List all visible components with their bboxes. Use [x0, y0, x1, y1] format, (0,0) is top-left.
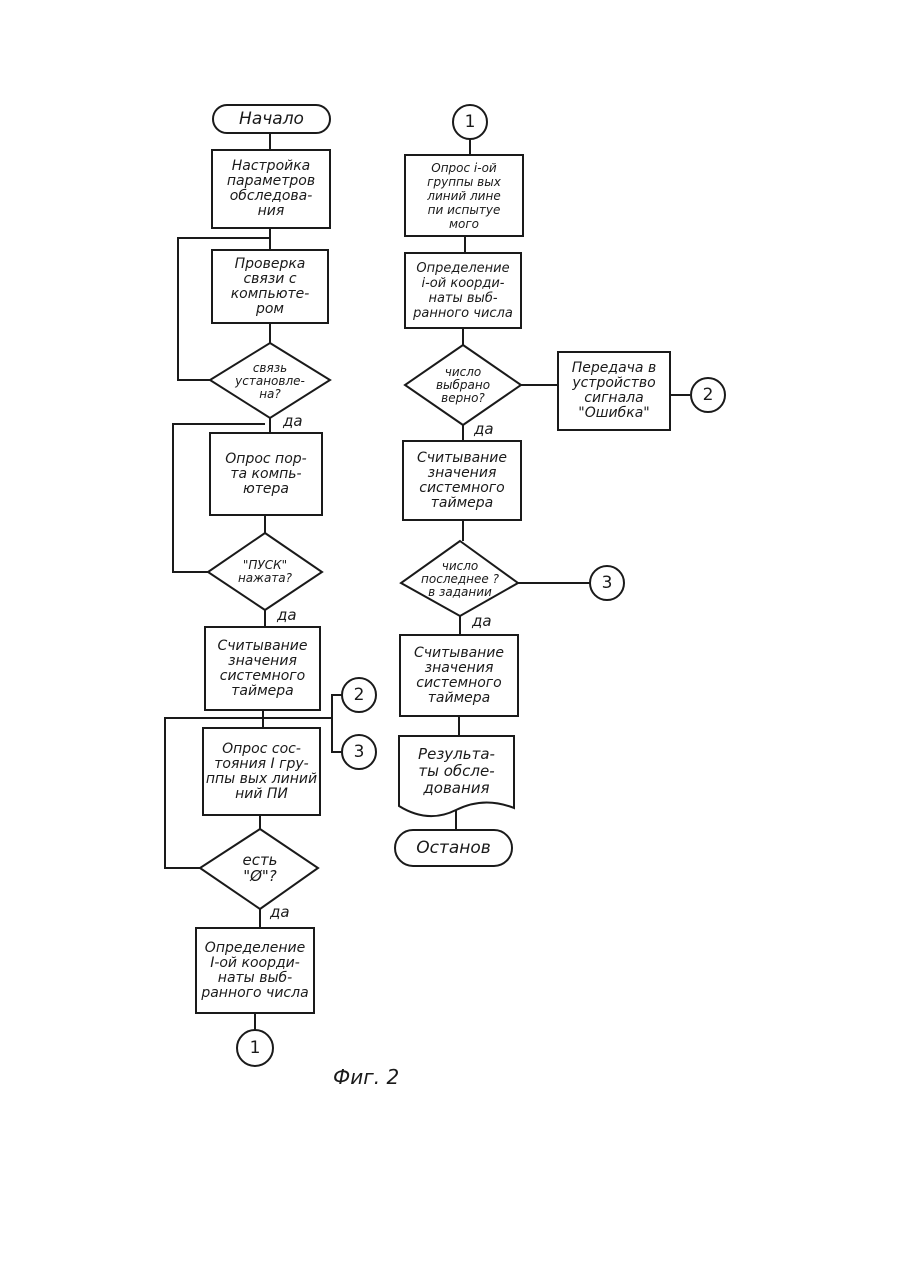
check-link-label: Проверка связи с компьюте- ром — [212, 250, 328, 323]
has-zero-label: есть "Ø"? — [218, 845, 302, 891]
poll-group1-label: Опрос сос- тояния I гру- ппы вых линий н… — [203, 728, 320, 815]
coord1-label: Определение I-ой коорди- наты выб- ранно… — [196, 928, 314, 1013]
connector-3-right-label: 3 — [590, 566, 624, 600]
yes-label-zero: да — [270, 903, 290, 921]
connector-1-bottom-label: 1 — [237, 1030, 273, 1066]
poll-port-label: Опрос пор- та компь- ютера — [210, 433, 322, 515]
send-error-label: Передача в устройство сигнала "Ошибка" — [558, 352, 670, 430]
read-timer-3-label: Считывание значения системного таймера — [400, 635, 518, 716]
connector-3-left-label: 3 — [342, 735, 376, 769]
read-timer-1-label: Считывание значения системного таймера — [205, 627, 320, 710]
yes-label-last: да — [472, 612, 492, 630]
yes-label-start: да — [277, 606, 297, 624]
connector-1-top-label: 1 — [453, 105, 487, 139]
read-timer-2-label: Считывание значения системного таймера — [403, 441, 521, 520]
poll-group-i-label: Опрос i-ой группы вых линий лине пи испы… — [405, 155, 523, 236]
start-pressed-label: "ПУСК" нажата? — [222, 548, 308, 596]
yes-label-correct: да — [474, 420, 494, 438]
stop-label: Останов — [395, 830, 512, 866]
yes-label-link: да — [283, 412, 303, 430]
link-ok-label: связь установле- на? — [225, 350, 315, 412]
connector-2-right-label: 2 — [691, 378, 725, 412]
number-last-label: число последнее ? в задании — [413, 556, 507, 602]
coord-i-label: Определение i-ой коорди- наты выб- ранно… — [405, 253, 521, 328]
figure-caption: Фиг. 2 — [333, 1065, 399, 1089]
start-label: Начало — [213, 105, 330, 133]
connector-2-left-label: 2 — [342, 678, 376, 712]
number-correct-label: число выбрано верно? — [421, 356, 505, 414]
results-label: Результа- ты обсле- дования — [399, 738, 514, 804]
setup-label: Настройка параметров обследова- ния — [212, 150, 330, 228]
